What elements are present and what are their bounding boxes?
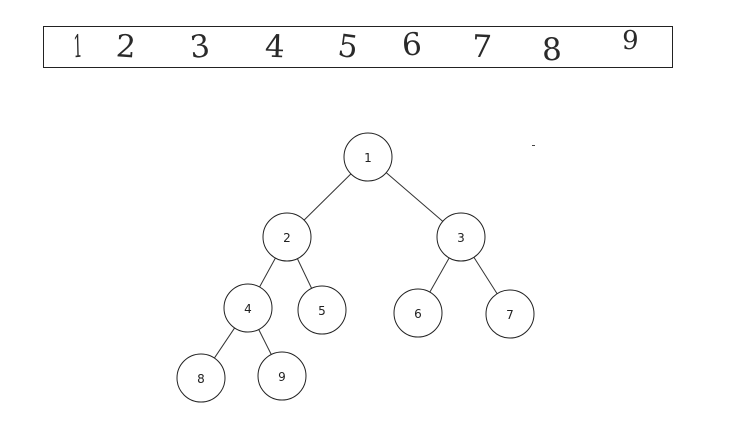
tree-node-label: 2	[283, 231, 291, 245]
tree-node-label: 1	[364, 151, 372, 165]
tree-edge-n3-n7	[473, 256, 498, 295]
tree-node-4: 4	[223, 283, 273, 333]
tree-node-circle	[343, 132, 393, 182]
tree-edge-n4-n9	[258, 329, 272, 355]
tree-node-label: 3	[457, 231, 465, 245]
tree-edge-n4-n8	[213, 327, 236, 359]
tree-node-label: 6	[414, 307, 422, 321]
tree-node-circle	[436, 212, 486, 262]
tree-node-label: 8	[197, 372, 205, 386]
tree-edge-n2-n4	[259, 257, 276, 288]
tree-node-8: 8	[176, 353, 226, 403]
stray-mark	[532, 145, 535, 146]
tree-node-circle	[257, 351, 307, 401]
tree-node-label: 4	[244, 302, 252, 316]
tree-edge-n1-n3	[385, 172, 444, 222]
tree-node-circle	[223, 283, 273, 333]
tree-edge-n1-n2	[303, 173, 352, 221]
tree-node-9: 9	[257, 351, 307, 401]
tree-node-circle	[176, 353, 226, 403]
tree-node-circle	[393, 288, 443, 338]
tree-node-label: 5	[318, 304, 326, 318]
tree-node-circle	[297, 285, 347, 335]
tree-nodes: 1 2 3 4 5 6 7 8 9	[176, 132, 535, 403]
tree-node-circle	[262, 212, 312, 262]
tree-node-5: 5	[297, 285, 347, 335]
tree-edges	[213, 172, 498, 359]
array-box: 1 2 3 4 5 6 7 8 9	[43, 26, 673, 68]
tree-node-1: 1	[343, 132, 393, 182]
tree-edge-n2-n5	[296, 258, 313, 289]
tree-node-circle	[485, 289, 535, 339]
tree-node-2: 2	[262, 212, 312, 262]
tree-node-label: 9	[278, 370, 286, 384]
tree-node-7: 7	[485, 289, 535, 339]
tree-node-3: 3	[436, 212, 486, 262]
tree-node-6: 6	[393, 288, 443, 338]
tree-node-label: 7	[506, 308, 514, 322]
tree-edge-n3-n6	[429, 257, 450, 293]
